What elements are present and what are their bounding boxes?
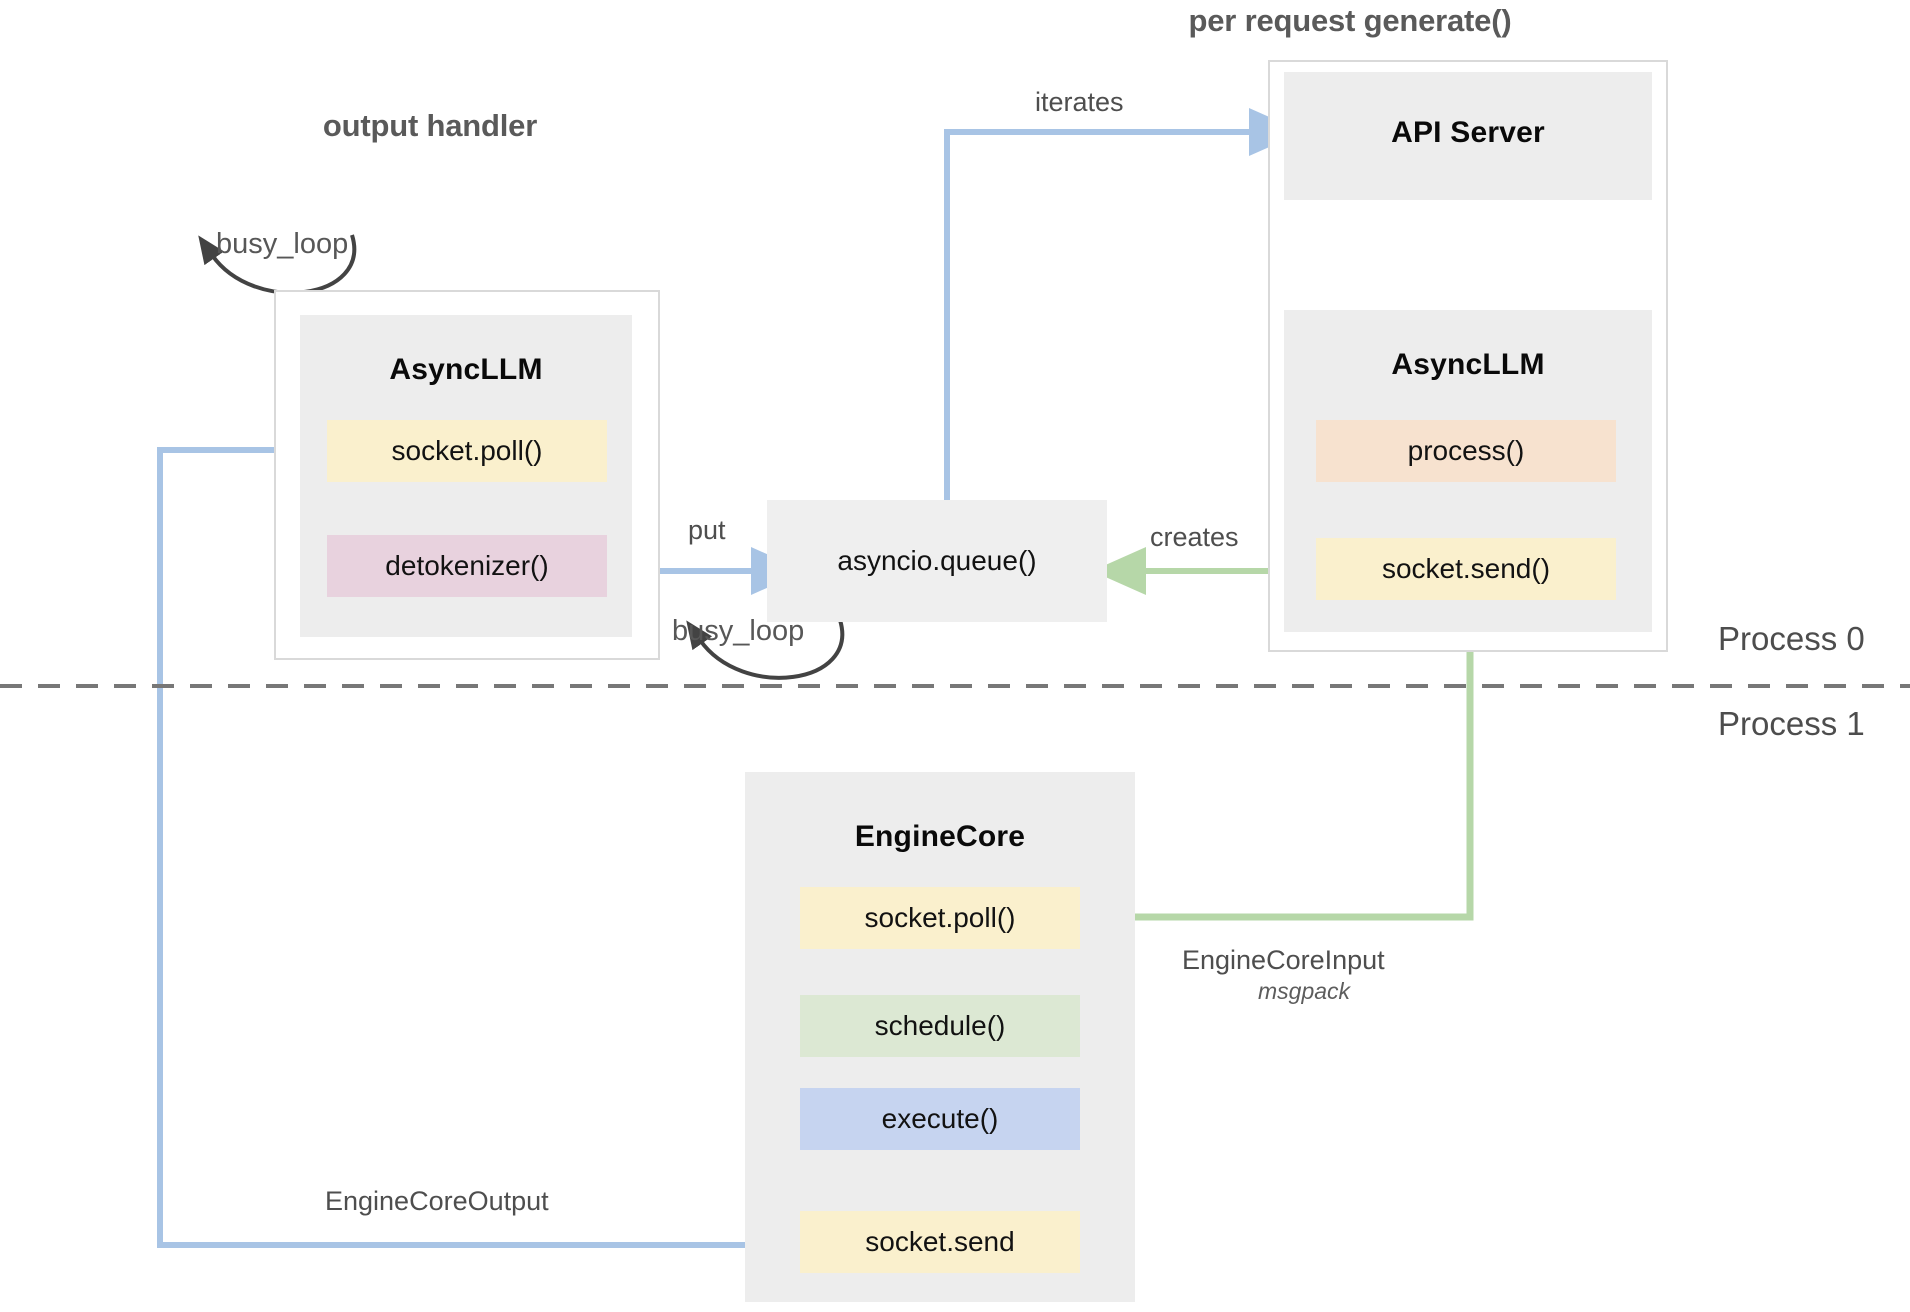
busy-loop-label-engine-core: busy_loop: [672, 615, 805, 647]
chip-socket-send-engine-core[interactable]: socket.send: [800, 1211, 1080, 1273]
chip-schedule[interactable]: schedule(): [800, 995, 1080, 1057]
api-server-box[interactable]: API Server: [1284, 72, 1652, 200]
busy-loop-label-output-handler: busy_loop: [216, 228, 349, 260]
process-label-top: Process 0: [1718, 620, 1865, 657]
edge-label-iterates: iterates: [1035, 87, 1124, 117]
edge-label-engine-core-output: EngineCoreOutput: [325, 1186, 549, 1216]
chip-detokenizer[interactable]: detokenizer(): [327, 535, 607, 597]
chip-socket-send-asyncllm[interactable]: socket.send(): [1316, 538, 1616, 600]
chip-process[interactable]: process(): [1316, 420, 1616, 482]
api-server-title: API Server: [1391, 116, 1545, 149]
chip-socket-poll-engine-core[interactable]: socket.poll(): [800, 887, 1080, 949]
group-title-per-request: per request generate(): [1188, 3, 1512, 38]
edge-label-msgpack: msgpack: [1258, 978, 1351, 1004]
group-title-output-handler: output handler: [322, 108, 538, 143]
engine-core-title: EngineCore: [854, 820, 1026, 853]
edge-label-engine-core-input: EngineCoreInput: [1182, 945, 1385, 975]
chip-socket-poll-output-handler[interactable]: socket.poll(): [327, 420, 607, 482]
asyncllm-output-handler-title: AsyncLLM: [389, 353, 543, 386]
process-label-bottom: Process 1: [1718, 705, 1865, 742]
asyncio-queue-box[interactable]: asyncio.queue(): [767, 500, 1107, 622]
edge-iterates: [944, 108, 1303, 510]
edge-label-creates: creates: [1150, 522, 1239, 552]
asyncllm-per-request-title: AsyncLLM: [1391, 348, 1545, 381]
chip-execute[interactable]: execute(): [800, 1088, 1080, 1150]
edge-label-put: put: [688, 515, 726, 545]
